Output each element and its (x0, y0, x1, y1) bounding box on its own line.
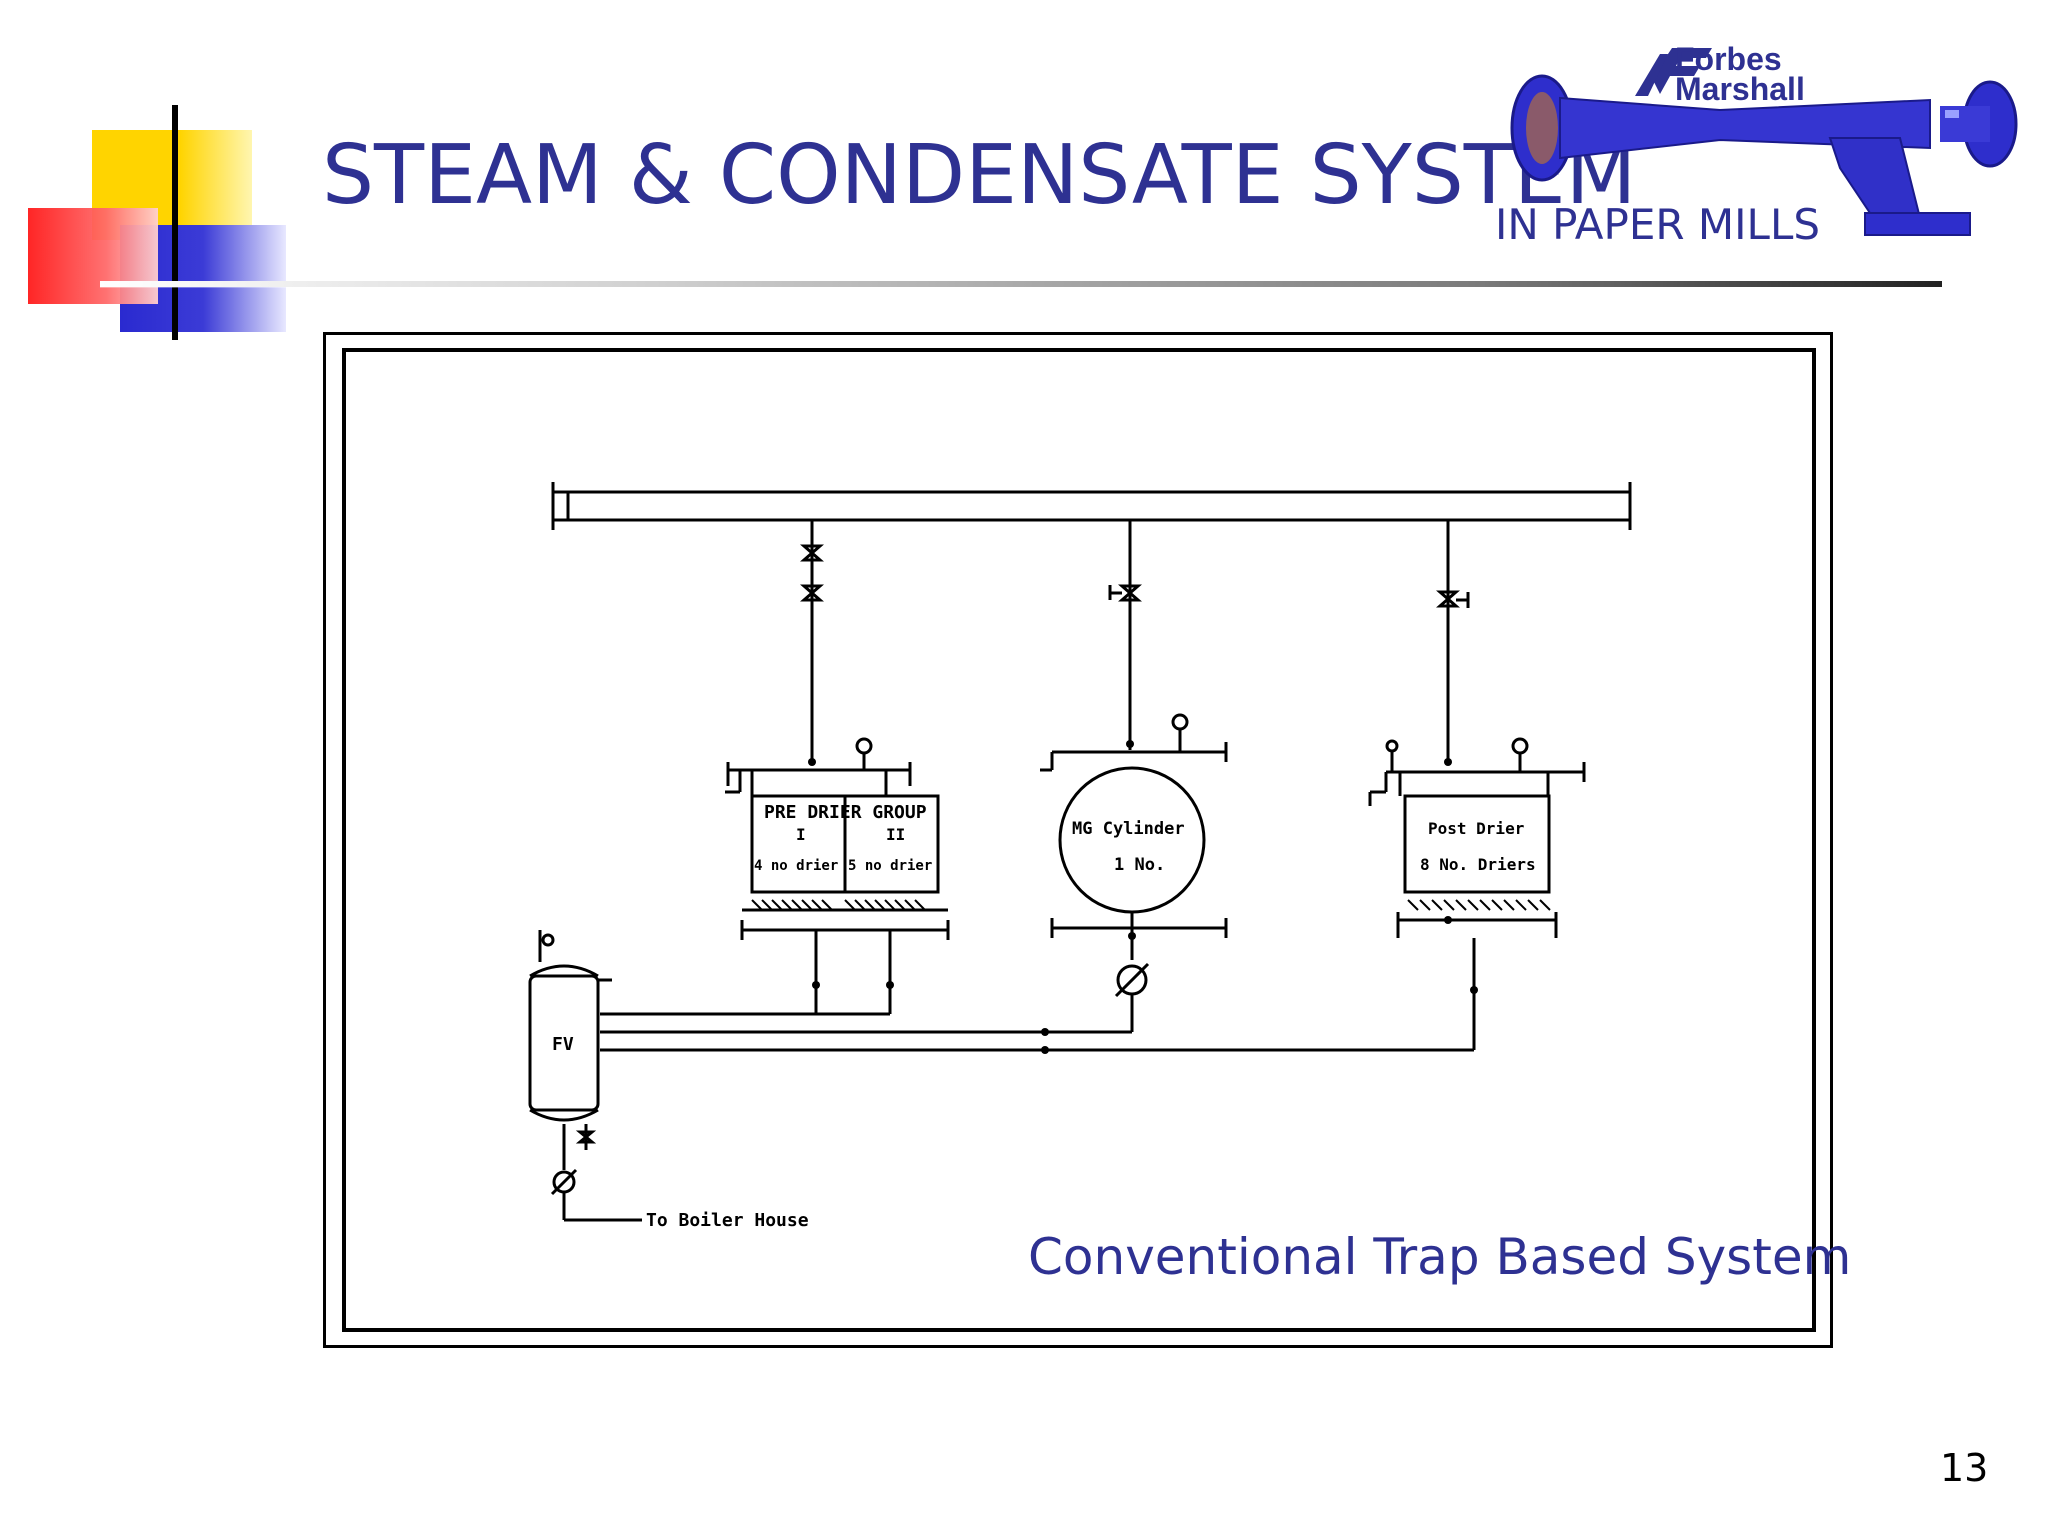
page-subtitle: IN PAPER MILLS (1495, 200, 1821, 249)
page-title: STEAM & CONDENSATE SYSTEM (322, 128, 1637, 223)
red-square (28, 208, 158, 304)
mg-cylinder-count: 1 No. (1114, 855, 1165, 875)
pre-drier-label: PRE DRIER GROUP (764, 802, 927, 823)
forbes-marshall-logo: Forbes Marshall (1510, 41, 2018, 236)
flash-vessel-label: FV (552, 1034, 574, 1055)
post-drier-count: 8 No. Driers (1420, 855, 1536, 874)
pre-drier-right-count: 5 no drier (848, 858, 932, 874)
venturi-pipe-icon (1510, 74, 2018, 236)
diagram-frame-inner (342, 348, 1816, 1332)
page-number: 13 (1940, 1446, 1989, 1490)
logo-text-line2: Marshall (1675, 71, 1805, 107)
mg-cylinder-circle (1058, 766, 1206, 914)
pre-drier-left-count: 4 no drier (754, 858, 838, 874)
mg-cylinder-label: MG Cylinder (1072, 819, 1185, 839)
pre-drier-left-num: I (796, 825, 806, 844)
to-boiler-label: To Boiler House (646, 1210, 809, 1231)
logo-text-line1: Forbes (1675, 41, 1782, 77)
forbes-marshall-mark-icon (1635, 48, 1712, 96)
flash-vessel (528, 974, 600, 1112)
post-drier-label: Post Drier (1428, 819, 1524, 838)
title-divider (100, 281, 1942, 287)
diagram-caption: Conventional Trap Based System (1028, 1228, 1852, 1286)
diagram-frame-outer (323, 332, 1833, 1348)
pre-drier-right-num: II (886, 825, 905, 844)
post-drier-box (1403, 794, 1551, 894)
